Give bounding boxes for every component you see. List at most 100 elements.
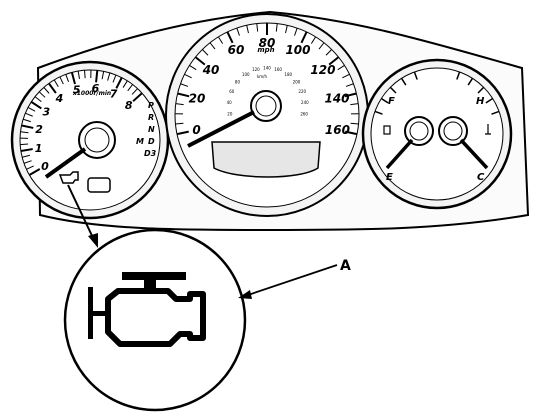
kmh-label: 260: [300, 111, 308, 116]
tach-tick: [65, 74, 70, 83]
tach-tick: [101, 71, 105, 80]
temp-tick: [467, 77, 474, 86]
tach-tick: [112, 74, 117, 83]
tach-label: 1: [35, 142, 43, 155]
fuel-empty-label: E: [386, 172, 393, 183]
tach-tick: [20, 143, 29, 146]
gear-r: R: [148, 113, 154, 122]
tach-tick: [30, 101, 42, 110]
gear-n: N: [148, 125, 155, 134]
tach-tick: [70, 72, 76, 85]
speed-label: 0: [192, 123, 200, 137]
tach-hub: [78, 121, 116, 159]
kmh-label: 20: [227, 111, 233, 116]
speed-tick: [194, 56, 206, 66]
check-engine-icon: [88, 272, 206, 347]
kmh-label: 160: [274, 67, 282, 72]
tach-tick: [27, 106, 36, 112]
speed-tick: [177, 92, 190, 98]
speed-tick: [350, 103, 359, 106]
tach-tick: [34, 96, 42, 103]
tach-tick: [20, 131, 29, 134]
temp-tick: [491, 110, 500, 115]
temp-tick: [456, 71, 461, 80]
tach-tick: [22, 154, 31, 158]
callout-a: A: [238, 258, 351, 299]
temp-needle: [459, 138, 489, 170]
tach-tick: [122, 80, 128, 88]
tach-indicator-box: [87, 177, 111, 193]
speed-tick: [217, 36, 224, 44]
speed-tick: [275, 23, 278, 32]
temp-cold-label: C: [477, 172, 485, 183]
speed-label: 140: [324, 91, 349, 105]
speed-tick: [256, 23, 259, 32]
speed-label: 40: [202, 63, 220, 77]
kmh-label: 40: [227, 100, 233, 105]
tach-tick: [77, 70, 80, 79]
check-engine-small-icon: [58, 171, 79, 184]
speed-needle: [187, 110, 255, 148]
tach-tick: [59, 76, 64, 85]
kmh-label: 60: [229, 89, 235, 94]
tach-tick: [21, 124, 34, 129]
gear-m: M: [136, 137, 144, 146]
fuel-pump-icon: [383, 125, 391, 135]
kmh-label: 100: [242, 72, 250, 77]
kmh-label: 200: [293, 79, 301, 84]
callout-a-label: A: [340, 258, 351, 274]
speed-tick: [176, 130, 189, 136]
temp-hot-label: H: [476, 96, 485, 107]
speed-tick: [345, 130, 358, 136]
speed-tick: [236, 27, 240, 36]
zoom-circle: [63, 228, 247, 412]
kmh-label: 180: [284, 72, 292, 77]
speed-tick: [345, 83, 354, 87]
speed-tick: [180, 83, 189, 87]
fuel-tick: [380, 97, 389, 104]
tach-needle: [44, 147, 87, 179]
speed-tick: [342, 73, 350, 79]
tach-tick: [132, 92, 143, 102]
speed-label: 160: [325, 123, 350, 137]
tach-tick: [26, 165, 34, 170]
tach-tick: [23, 160, 32, 164]
tach-tick: [115, 77, 123, 89]
speed-tick: [226, 31, 234, 44]
tach-unit: x1000r/min: [72, 90, 111, 97]
speed-tick: [344, 92, 357, 98]
speed-tick: [300, 31, 308, 44]
gear-d3: D3: [144, 149, 157, 158]
speed-label: 100: [285, 43, 310, 57]
speed-label: 60: [228, 43, 245, 57]
tach-label: 5: [73, 84, 81, 97]
fuel-tick: [389, 86, 397, 94]
temp-tick: [477, 86, 485, 94]
tach-label: 6: [92, 82, 100, 95]
tach-tick: [95, 70, 99, 83]
tach-tick: [28, 168, 41, 176]
gear-p: P: [148, 101, 154, 110]
speed-tick: [294, 27, 298, 36]
tach-tick: [48, 82, 57, 94]
odometer-display: [211, 141, 321, 178]
tach-tick: [43, 87, 50, 94]
speed-unit: mph: [257, 46, 274, 54]
speed-tick: [310, 36, 317, 44]
fuel-temp-gauge: F E H C: [361, 58, 513, 210]
kmh-label: 140: [263, 65, 271, 70]
kmh-unit: km/h: [257, 74, 268, 79]
kmh-label: 240: [301, 100, 309, 105]
speed-tick: [209, 42, 216, 50]
speed-label: 20: [189, 91, 206, 105]
speed-tick: [325, 49, 332, 56]
tach-tick: [20, 148, 33, 152]
tach-label: 2: [35, 123, 43, 136]
tach-tick: [127, 84, 134, 92]
tach-tick: [38, 91, 46, 98]
tach-label: 0: [41, 160, 49, 173]
tach-label: 7: [110, 88, 118, 101]
tach-tick: [131, 88, 138, 95]
